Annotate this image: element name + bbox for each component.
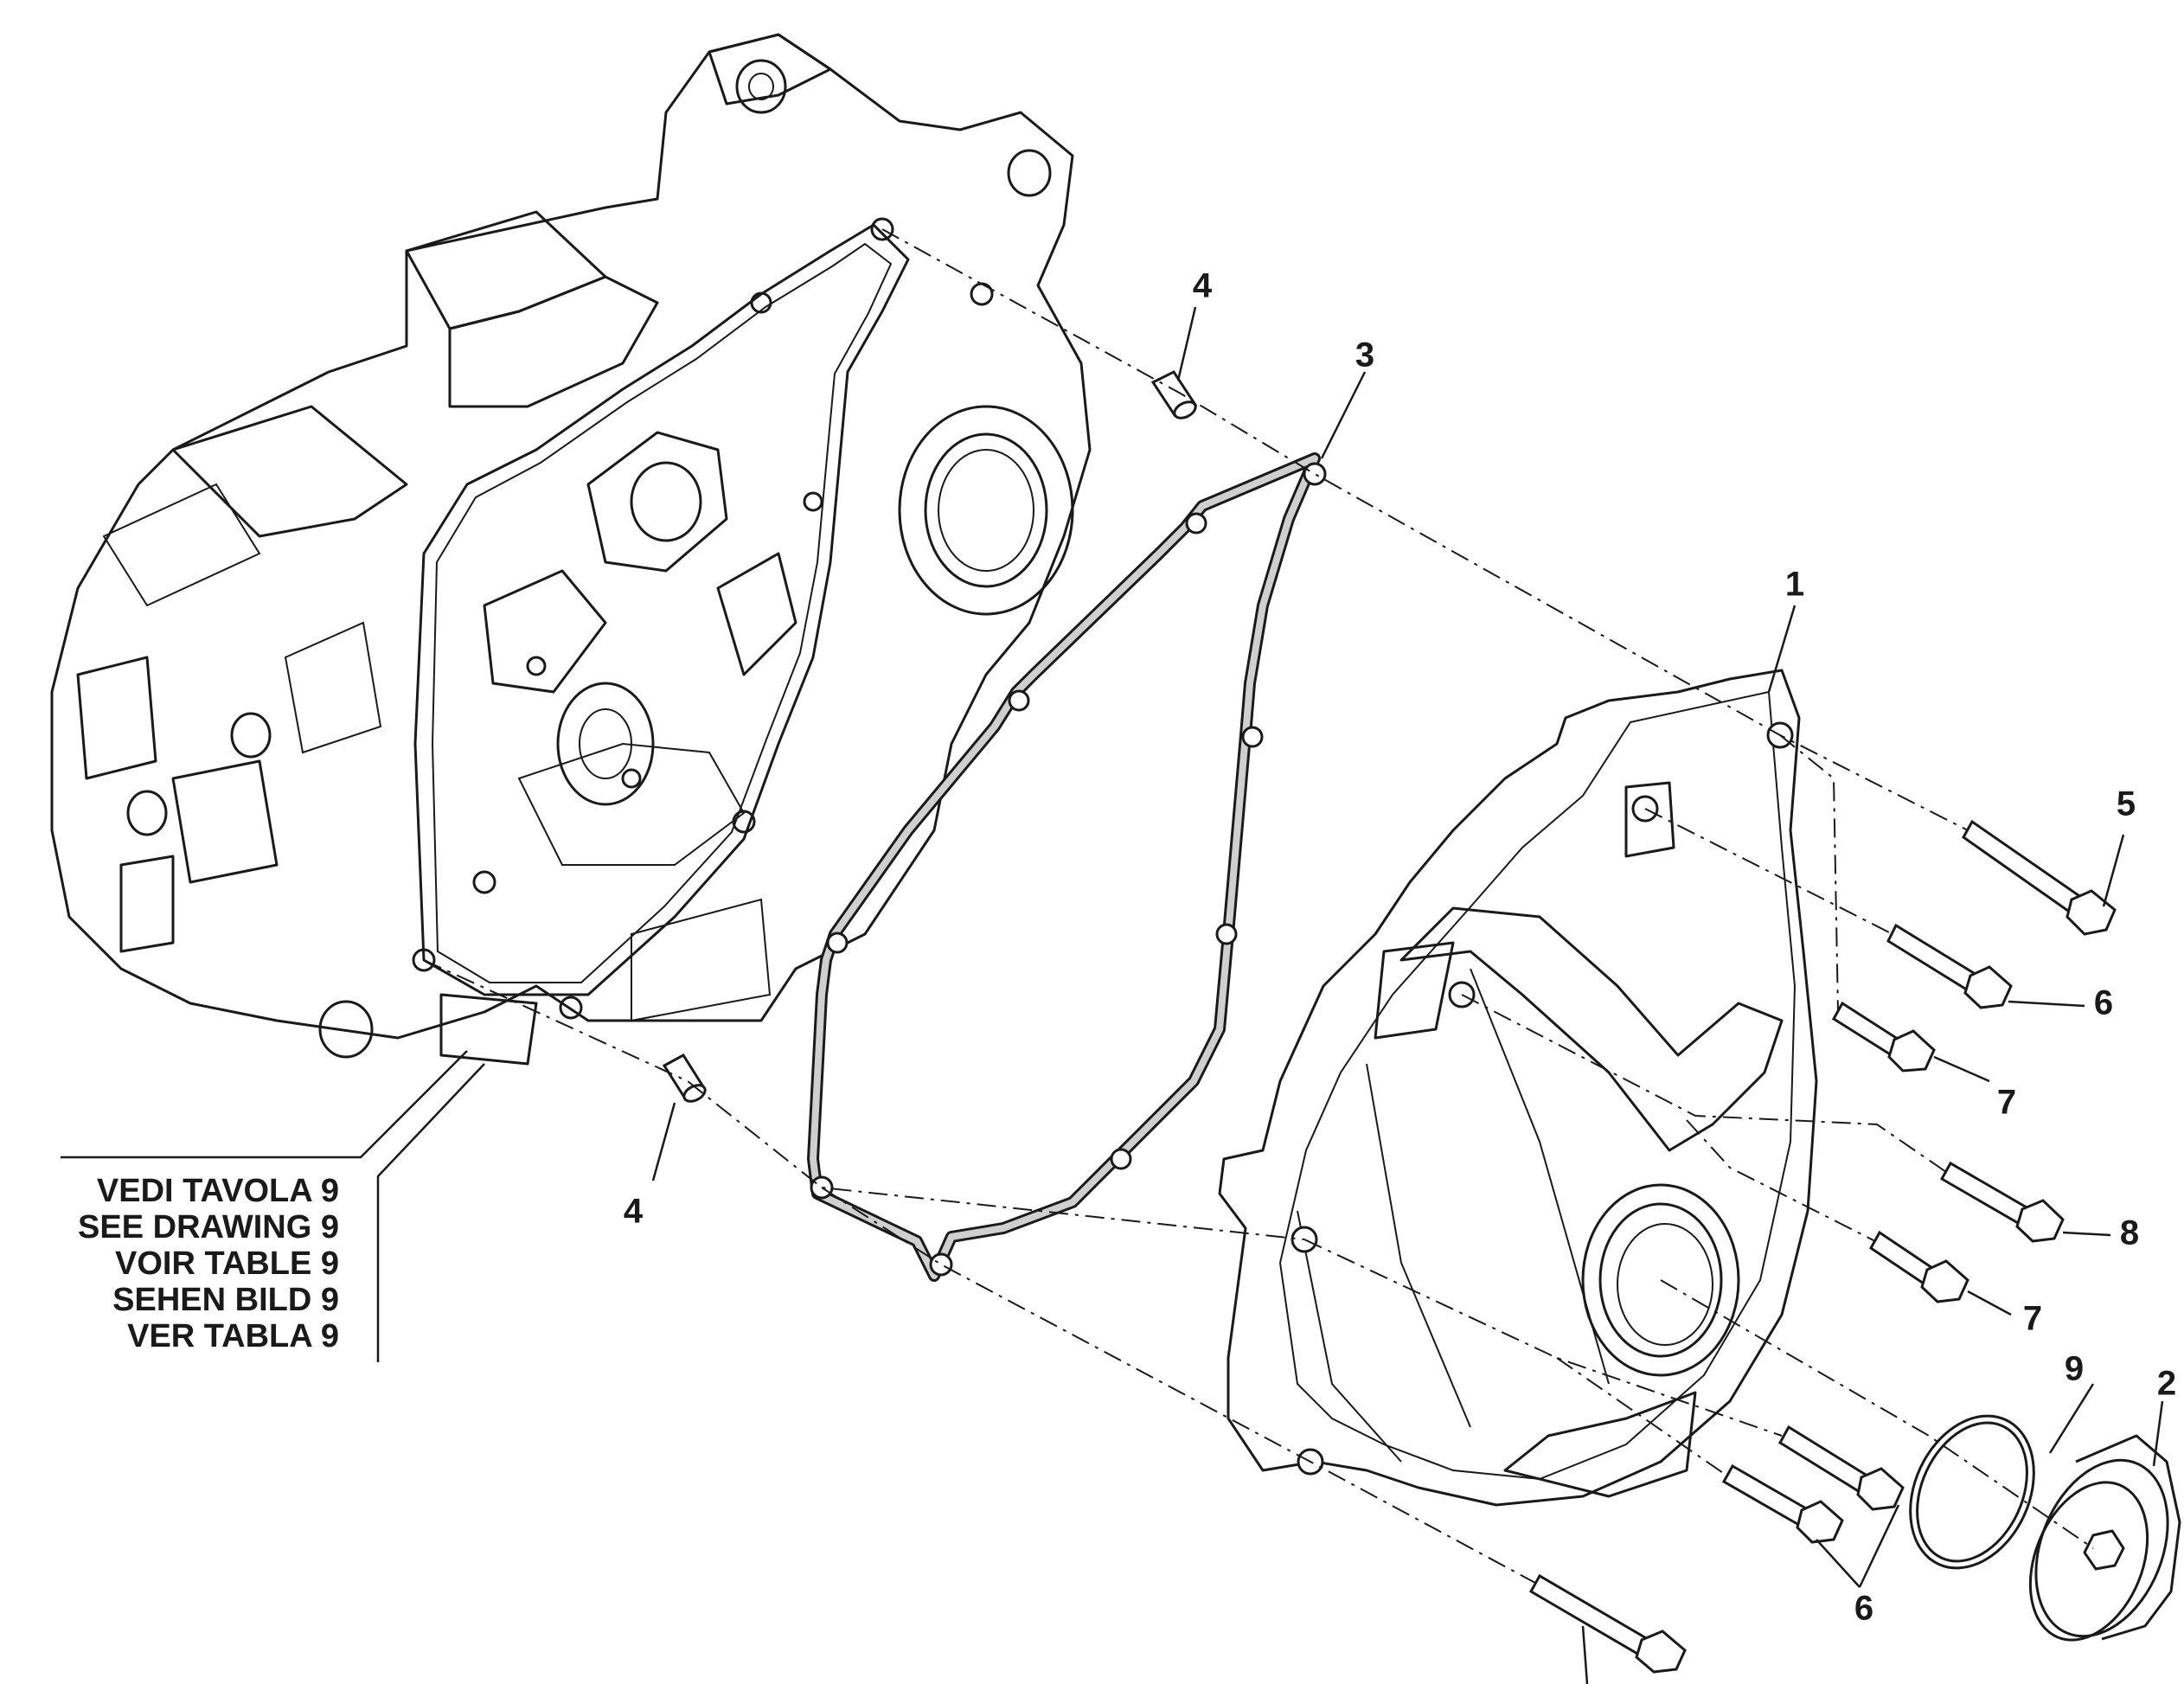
bolt-6-lower-b <box>1721 1463 1844 1544</box>
callout-9: 9 <box>2065 1350 2084 1388</box>
bolt-6-lower-a <box>1777 1425 1905 1511</box>
callout-4-upper: 4 <box>1193 267 1213 305</box>
bolt-5 <box>1962 819 2117 936</box>
leader-lines <box>61 306 2164 1684</box>
bolt-7-upper <box>1831 1001 1936 1073</box>
plug-cap <box>2028 1434 2181 1642</box>
ref-note-line-fr: VOIR TABLE 9 <box>115 1245 339 1282</box>
o-ring <box>1909 1414 2035 1570</box>
callout-7-upper: 7 <box>1997 1084 2016 1122</box>
dowel-pin-lower <box>662 1053 707 1103</box>
crankcase-assembly <box>50 33 1092 1066</box>
assembly-lines <box>423 228 2094 1584</box>
callout-4-lower: 4 <box>624 1193 644 1231</box>
callout-6-lower: 6 <box>1854 1590 1873 1628</box>
callout-6-upper: 6 <box>2094 984 2113 1022</box>
callout-labels: 4 3 1 5 6 7 8 7 9 2 6 4 <box>624 267 2176 1628</box>
callout-1: 1 <box>1785 566 1804 604</box>
ref-note-line-en: SEE DRAWING 9 <box>78 1209 339 1245</box>
ref-note-line-es: VER TABLA 9 <box>127 1318 339 1354</box>
callout-8: 8 <box>2120 1214 2139 1252</box>
callout-2: 2 <box>2157 1365 2176 1403</box>
callout-3: 3 <box>1355 336 1374 375</box>
cover-gasket <box>807 452 1327 1282</box>
generator-cover <box>1218 669 1818 1507</box>
bolt-6-upper <box>1886 923 2013 1009</box>
ref-note-line-de: SEHEN BILD 9 <box>112 1282 339 1318</box>
bolt-bottom-long <box>1528 1573 1687 1674</box>
ref-note-line-it: VEDI TAVOLA 9 <box>96 1173 339 1209</box>
bolt-8 <box>1939 1161 2065 1243</box>
bolt-7-lower <box>1869 1230 1969 1303</box>
dowel-pin-upper <box>1150 370 1198 419</box>
see-drawing-reference-note: VEDI TAVOLA 9 SEE DRAWING 9 VOIR TABLE 9… <box>78 1173 339 1354</box>
callout-7-lower: 7 <box>2023 1300 2042 1338</box>
callout-5: 5 <box>2117 785 2136 823</box>
